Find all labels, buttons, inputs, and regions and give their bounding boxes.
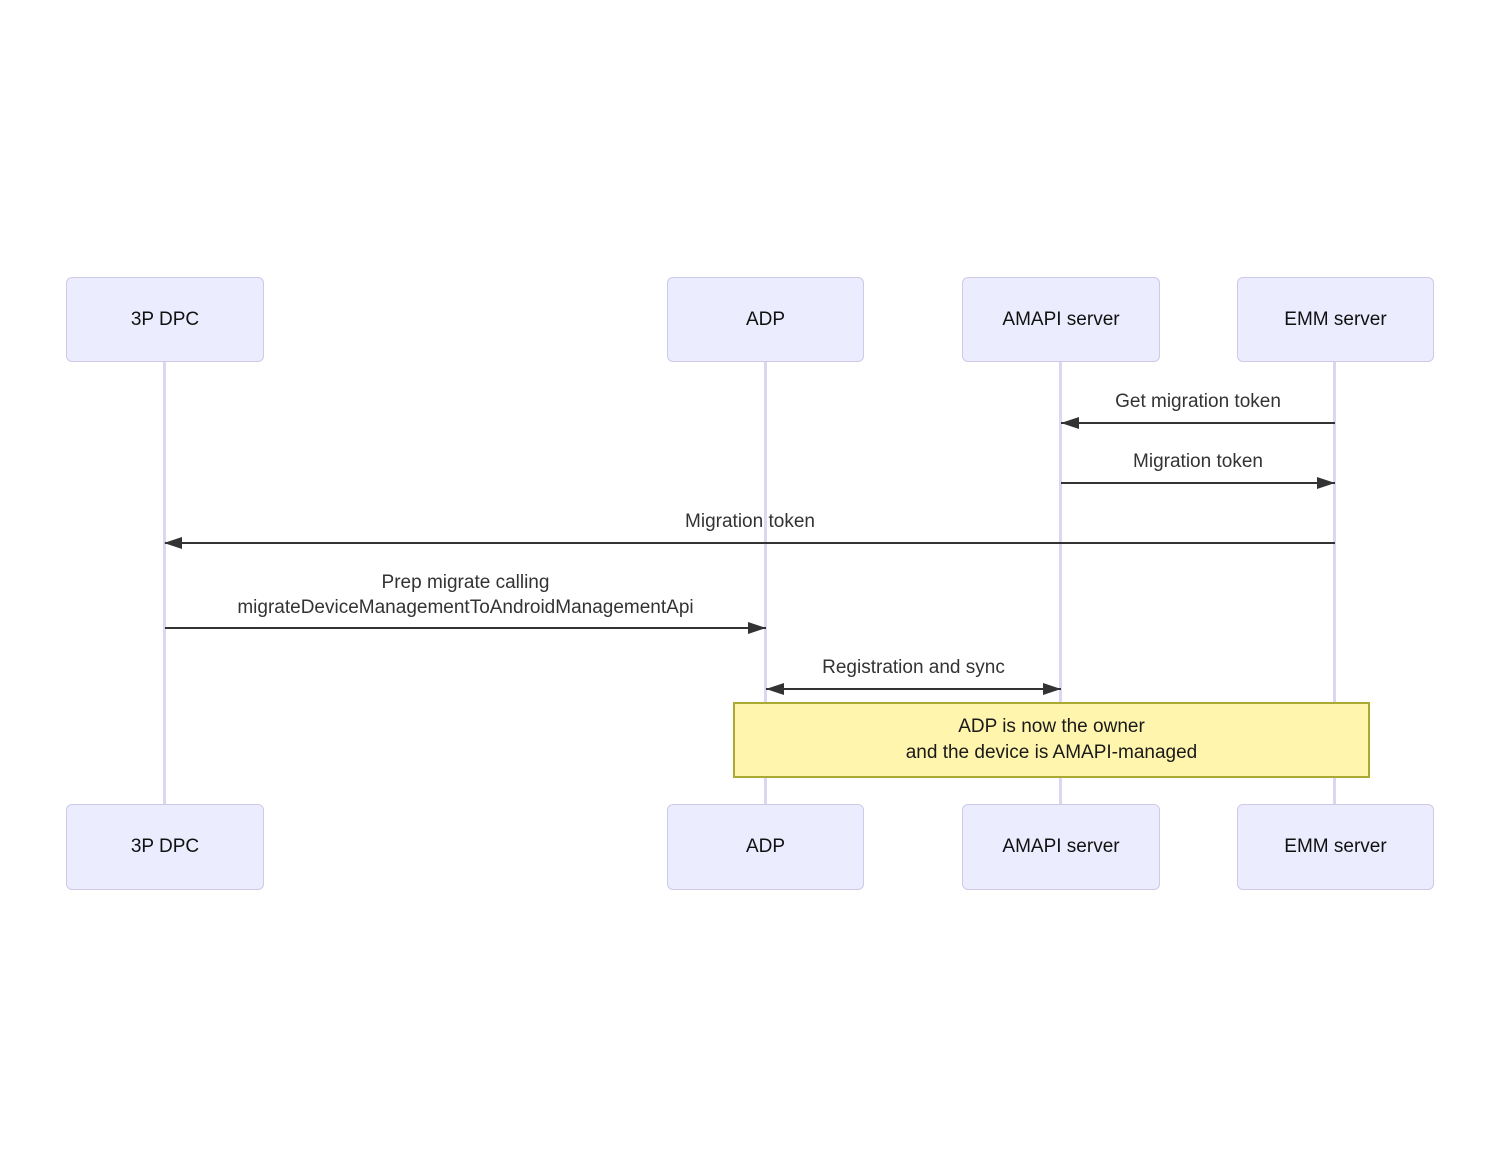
actor-label: EMM server	[1284, 836, 1387, 857]
arrowhead-right	[748, 622, 766, 634]
message-label-line-2: migrateDeviceManagementToAndroidManageme…	[237, 597, 694, 618]
actor-label: ADP	[745, 308, 786, 330]
actor-label: AMAPI server	[1002, 308, 1120, 330]
actor-emm-server-top: EMM server	[1237, 277, 1434, 362]
actor-adp-top: ADP	[667, 277, 864, 362]
lifeline-adp	[764, 361, 767, 805]
message-line	[766, 688, 1061, 690]
actor-label: 3P DPC	[130, 836, 200, 857]
message-label: Registration and sync	[822, 657, 1005, 678]
message-line	[1061, 422, 1335, 424]
actor-adp-bottom: ADP	[667, 804, 864, 890]
lifeline-emm-server	[1333, 361, 1336, 805]
actor-label: ADP	[745, 836, 786, 857]
actor-3p-dpc-top: 3P DPC	[66, 277, 264, 362]
message-label: Prep migrate calling migrateDeviceManage…	[165, 570, 766, 620]
actor-label: AMAPI server	[1002, 836, 1120, 857]
arrowhead-right	[1043, 683, 1061, 695]
lifeline-3p-dpc	[163, 361, 166, 805]
message-line	[165, 542, 1335, 544]
lifeline-amapi-server	[1059, 361, 1062, 805]
note-line-1: ADP is now the owner	[958, 716, 1145, 737]
note-adp-owner: ADP is now the owner and the device is A…	[733, 702, 1370, 778]
arrowhead-right	[1317, 477, 1335, 489]
message-label-line-1: Prep migrate calling	[381, 572, 550, 593]
arrowhead-left	[164, 537, 182, 549]
actor-amapi-server-top: AMAPI server	[962, 277, 1160, 362]
arrowhead-left	[1061, 417, 1079, 429]
message-label: Get migration token	[1115, 391, 1281, 412]
actor-amapi-server-bottom: AMAPI server	[962, 804, 1160, 890]
note-line-2: and the device is AMAPI-managed	[905, 742, 1198, 763]
actor-emm-server-bottom: EMM server	[1237, 804, 1434, 890]
message-line	[165, 627, 766, 629]
actor-label: EMM server	[1284, 308, 1387, 330]
actor-3p-dpc-bottom: 3P DPC	[66, 804, 264, 890]
message-line	[1061, 482, 1335, 484]
message-label: Migration token	[685, 511, 815, 532]
message-label: Migration token	[1133, 451, 1263, 472]
arrowhead-left	[766, 683, 784, 695]
actor-label: 3P DPC	[130, 308, 200, 330]
